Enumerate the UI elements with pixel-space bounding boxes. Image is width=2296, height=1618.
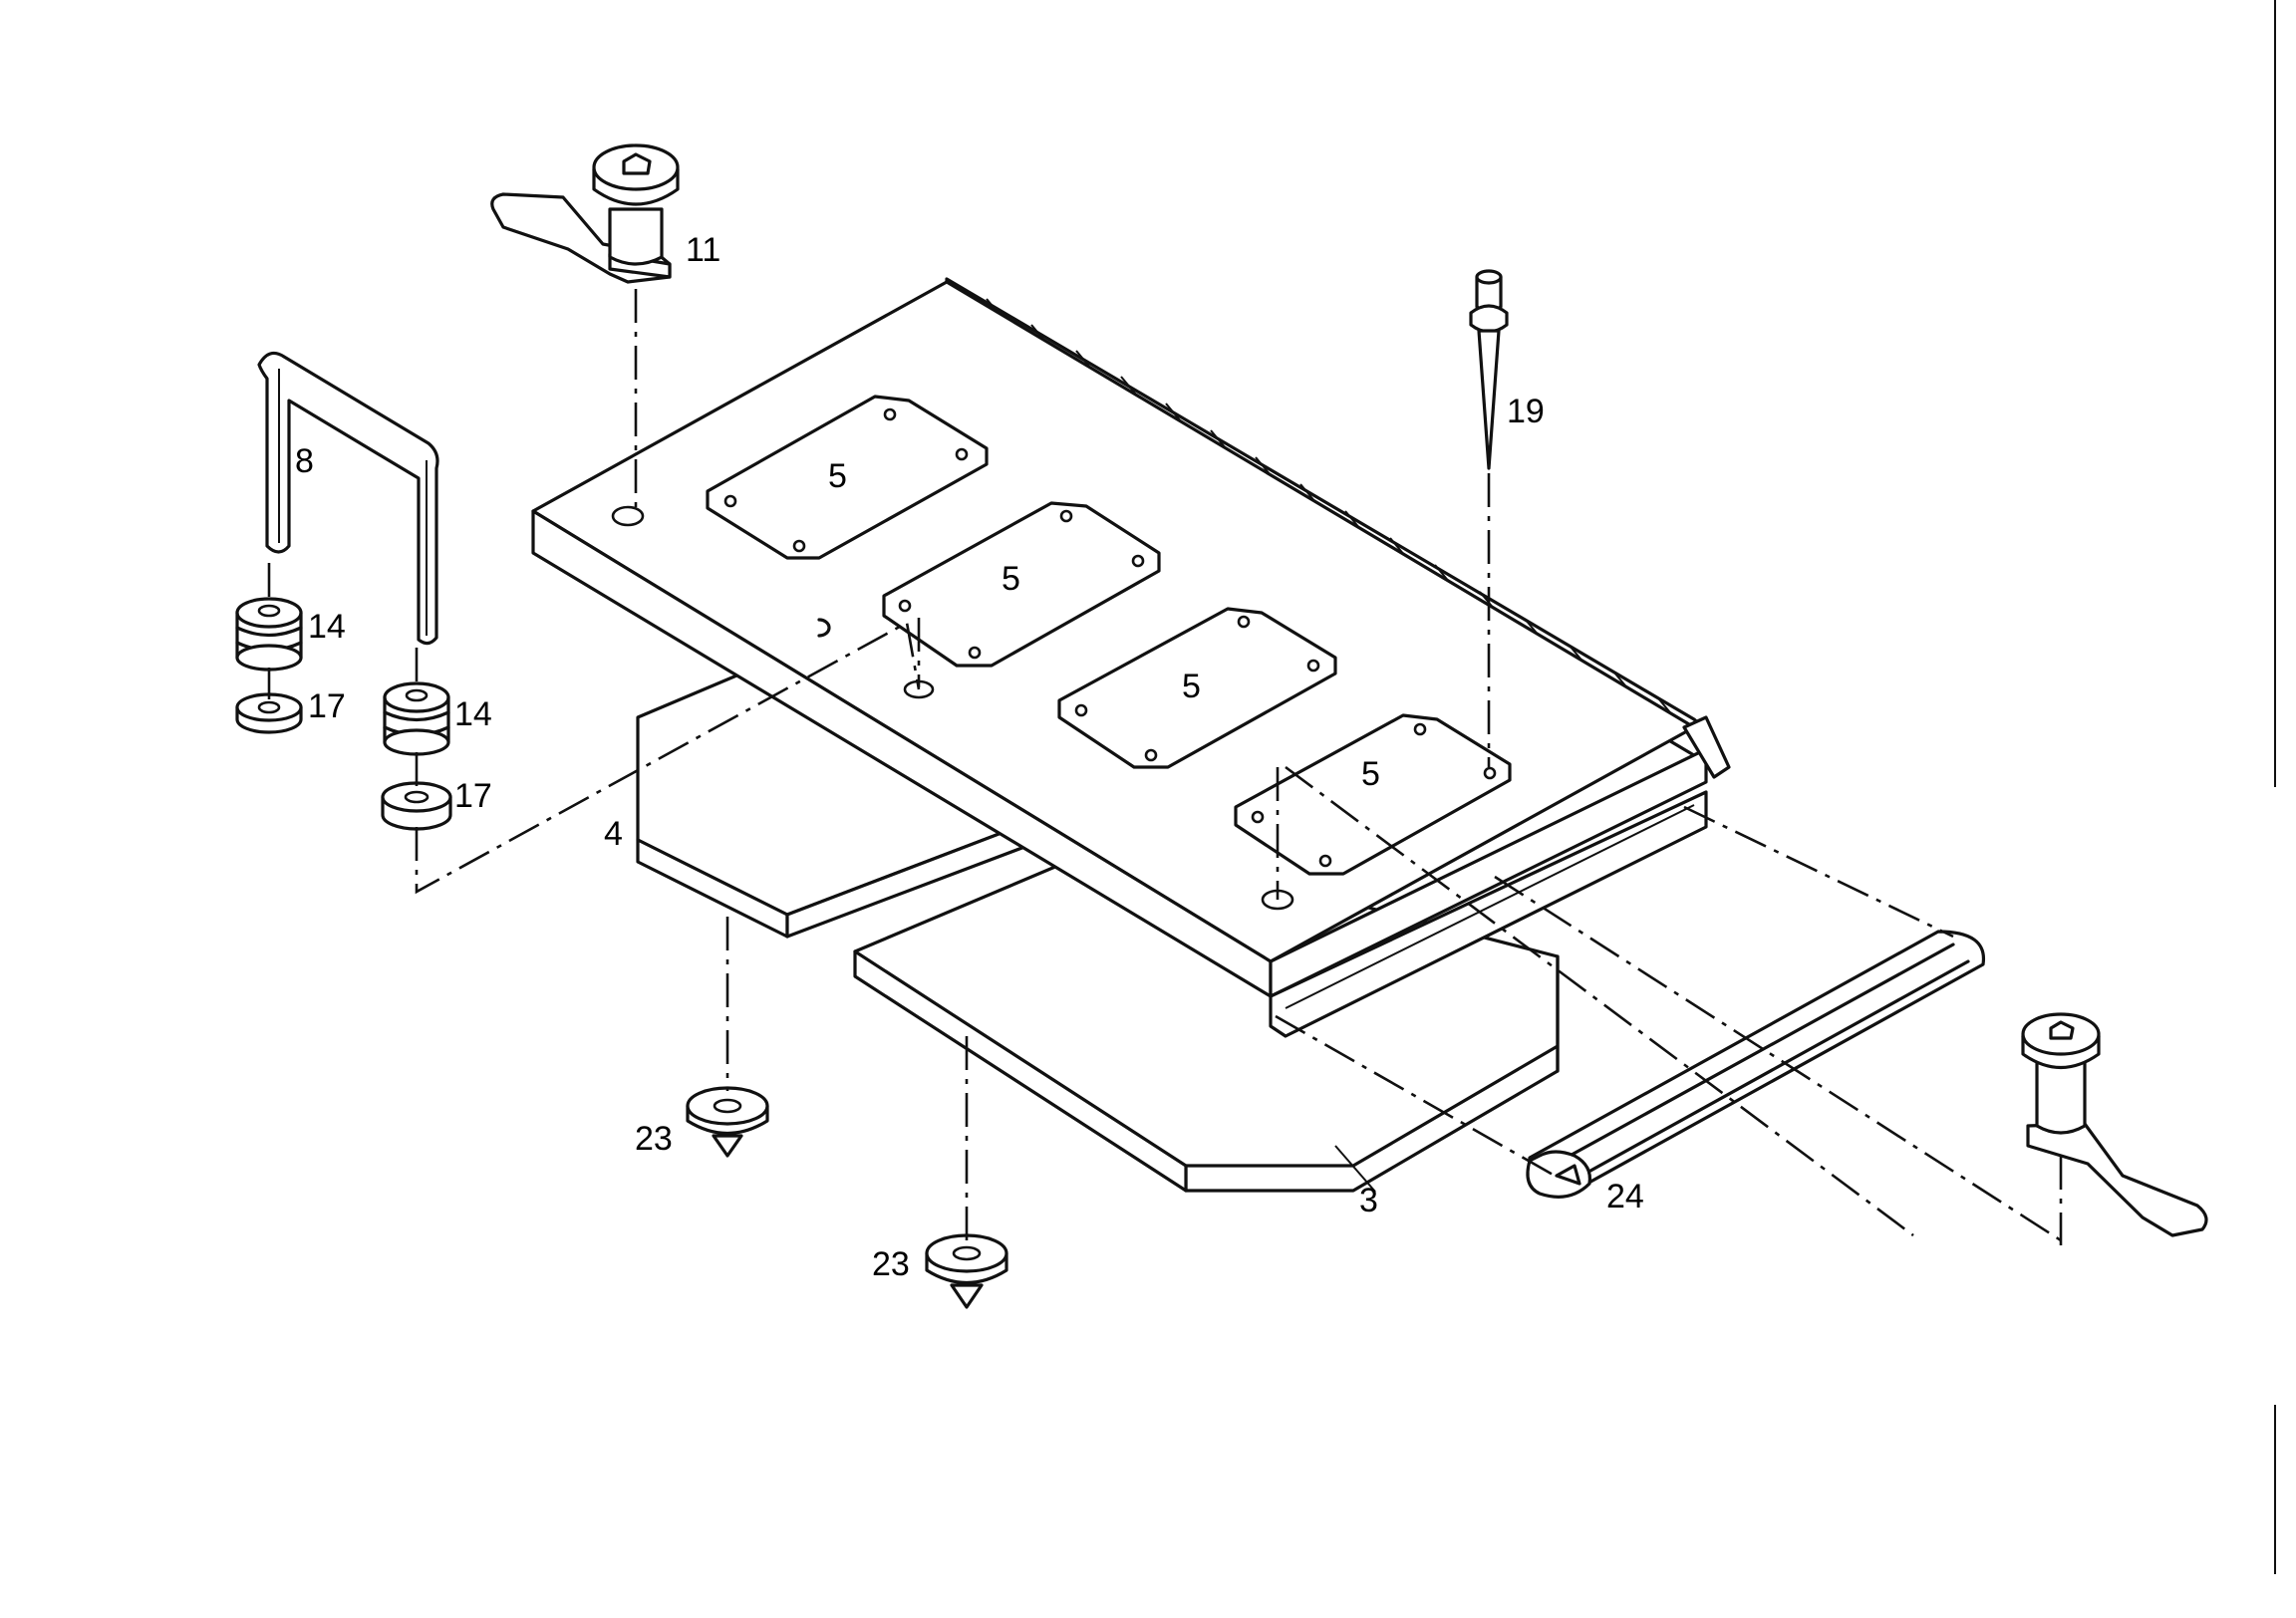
- label-part-19: 19: [1507, 393, 1545, 430]
- washer-part-17-b: [381, 781, 452, 831]
- rail-profile-part-24: [1526, 930, 1986, 1199]
- label-part-23-a: 23: [635, 1120, 673, 1158]
- board-hole: [611, 505, 645, 527]
- label-part-14-b: 14: [454, 695, 492, 733]
- upper-plate-part-4: [636, 606, 1058, 939]
- cover-plate-part-5-d: [1234, 713, 1512, 876]
- latch-part-11-lower: [2021, 1012, 2208, 1237]
- foot-part-23-b: [925, 1233, 1008, 1309]
- board-hole-open: [817, 618, 831, 638]
- label-part-5-d: 5: [1361, 755, 1380, 793]
- label-part-23-b: 23: [872, 1245, 910, 1283]
- latch-part-11: [490, 143, 680, 284]
- label-part-8: 8: [295, 442, 314, 480]
- label-part-17-a: 17: [308, 687, 346, 725]
- label-part-5-a: 5: [828, 457, 847, 495]
- u-bracket-part-8: [257, 351, 439, 646]
- label-part-3: 3: [1359, 1182, 1378, 1219]
- label-part-14-a: 14: [308, 608, 346, 646]
- cover-plate-part-5-a: [706, 395, 989, 560]
- cover-plate-part-5-c: [1057, 607, 1337, 769]
- part-labels: 11 8 14 17 14 17 4 5 5 5 5 19 3 24 23 23: [295, 231, 1644, 1283]
- label-part-11: 11: [686, 231, 720, 269]
- label-part-5-c: 5: [1182, 668, 1201, 705]
- label-part-17-b: 17: [454, 777, 492, 815]
- foot-part-23-a: [686, 1086, 769, 1158]
- spring-part-14-b: [383, 681, 450, 756]
- spring-part-14-a: [235, 597, 303, 672]
- pin-part-19: [1469, 269, 1509, 470]
- label-part-5-b: 5: [1002, 560, 1020, 598]
- assembly-center-lines: [267, 289, 2063, 1245]
- label-part-4: 4: [604, 815, 623, 853]
- washer-part-17-a: [235, 692, 303, 734]
- label-part-24: 24: [1606, 1178, 1644, 1215]
